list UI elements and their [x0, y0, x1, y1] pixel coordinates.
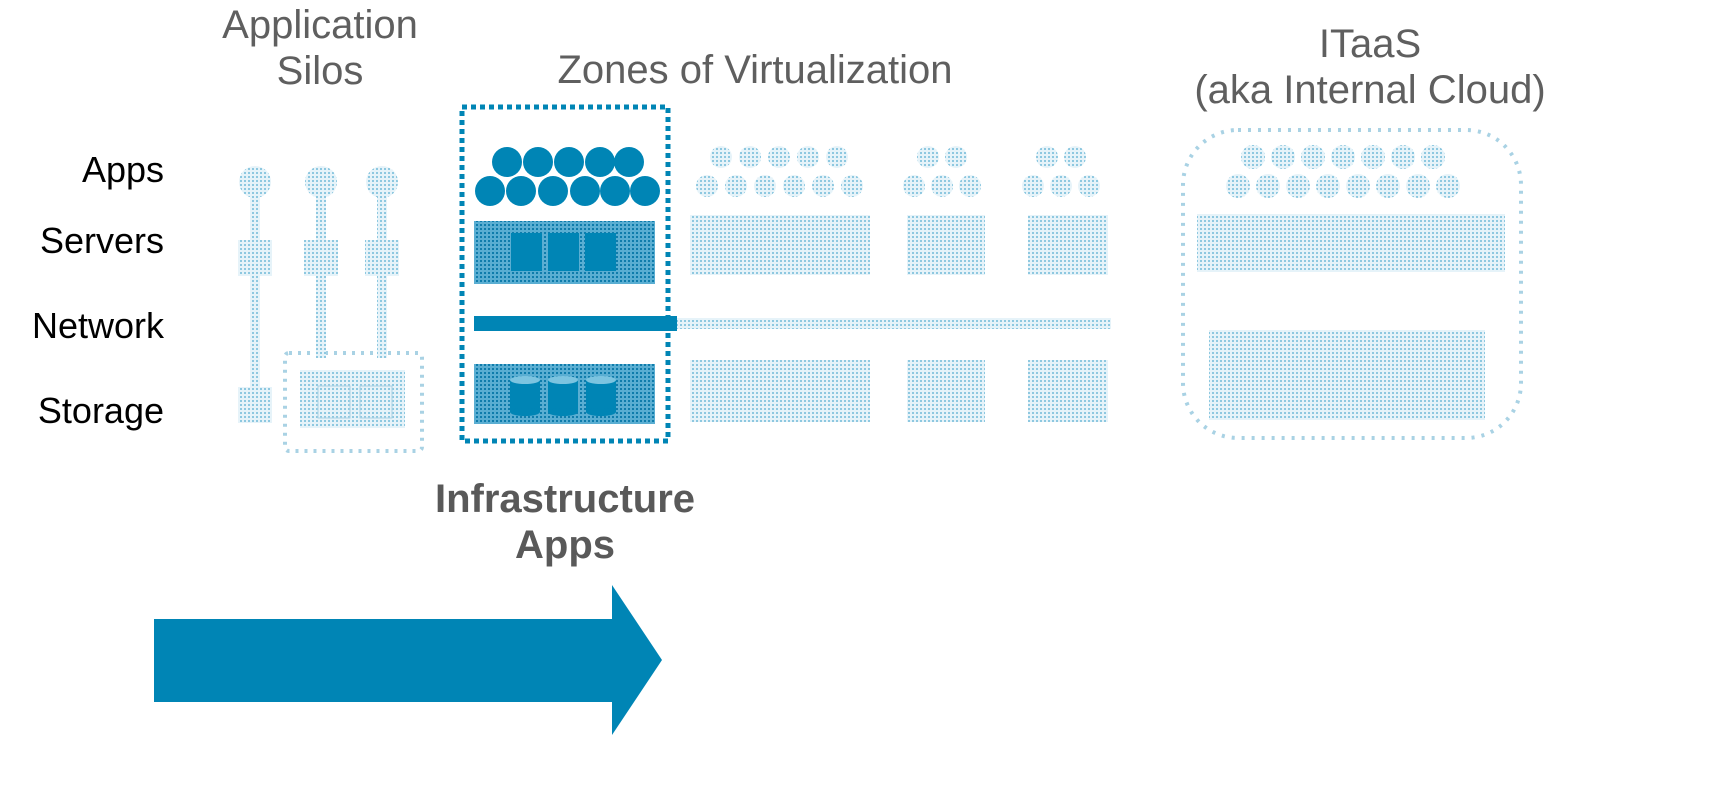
infrastructure-zone — [459, 104, 677, 444]
silos-heading-line-2: Silos — [276, 49, 364, 93]
cloud-storage — [1209, 330, 1485, 420]
zone-b-storage — [907, 360, 985, 422]
zone-c-servers — [1028, 215, 1108, 275]
cloud-servers — [1197, 214, 1505, 272]
shared-network — [677, 318, 1111, 329]
zone-a-servers — [690, 215, 870, 275]
internal-cloud-border — [1181, 128, 1523, 440]
silo-1-app — [239, 166, 271, 198]
virtualization-zones-faded — [677, 146, 1111, 422]
infrastructure-server — [585, 233, 616, 271]
row-label-apps: Apps — [81, 149, 164, 190]
internal-cloud-group — [1181, 128, 1523, 440]
zone-c-storage — [1028, 360, 1108, 422]
itaas-heading-line-1: ITaaS — [1318, 22, 1422, 66]
progress-arrow — [154, 585, 662, 735]
silo-1-server — [238, 240, 272, 276]
infrastructure-server — [511, 233, 542, 271]
zone-b-apps — [903, 146, 981, 197]
application-silos-heading: Application Silos — [200, 2, 440, 94]
silo-storage-box — [283, 351, 424, 453]
silo-storage-unit — [359, 385, 393, 419]
silos-heading-line-1: Application — [222, 3, 418, 47]
itaas-heading: ITaaS (aka Internal Cloud) — [1170, 21, 1570, 113]
silo-3-server — [365, 240, 399, 276]
silo-2-server — [304, 240, 338, 276]
infrastructure-apps-label: Infrastructure Apps — [380, 476, 750, 568]
zone-a-storage — [690, 360, 870, 422]
infrastructure-server — [548, 233, 579, 271]
infrastructure-label-line-1: Infrastructure — [434, 477, 696, 521]
row-label-servers: Servers — [39, 220, 164, 261]
row-label-network: Network — [31, 305, 164, 346]
zone-a-apps — [696, 146, 863, 197]
silo-storage-unit — [317, 385, 351, 419]
zone-b-servers — [907, 215, 985, 275]
application-silos-group — [238, 166, 424, 453]
cloud-apps — [1226, 145, 1460, 198]
silo-3-app — [366, 166, 398, 198]
row-label-storage: Storage — [37, 390, 164, 431]
silo-1-pipe — [250, 180, 260, 410]
zones-of-virtualization-heading: Zones of Virtualization — [557, 48, 953, 92]
itaas-heading-line-2: (aka Internal Cloud) — [1194, 68, 1546, 112]
silo-1-storage — [238, 387, 272, 423]
infrastructure-apps — [475, 147, 660, 206]
infrastructure-zone-border — [459, 104, 671, 444]
silo-2-app — [305, 166, 337, 198]
infrastructure-network — [474, 316, 677, 331]
infrastructure-storage-cylinders — [510, 376, 616, 416]
zone-c-apps — [1022, 146, 1100, 197]
infrastructure-label-line-2: Apps — [515, 523, 615, 567]
